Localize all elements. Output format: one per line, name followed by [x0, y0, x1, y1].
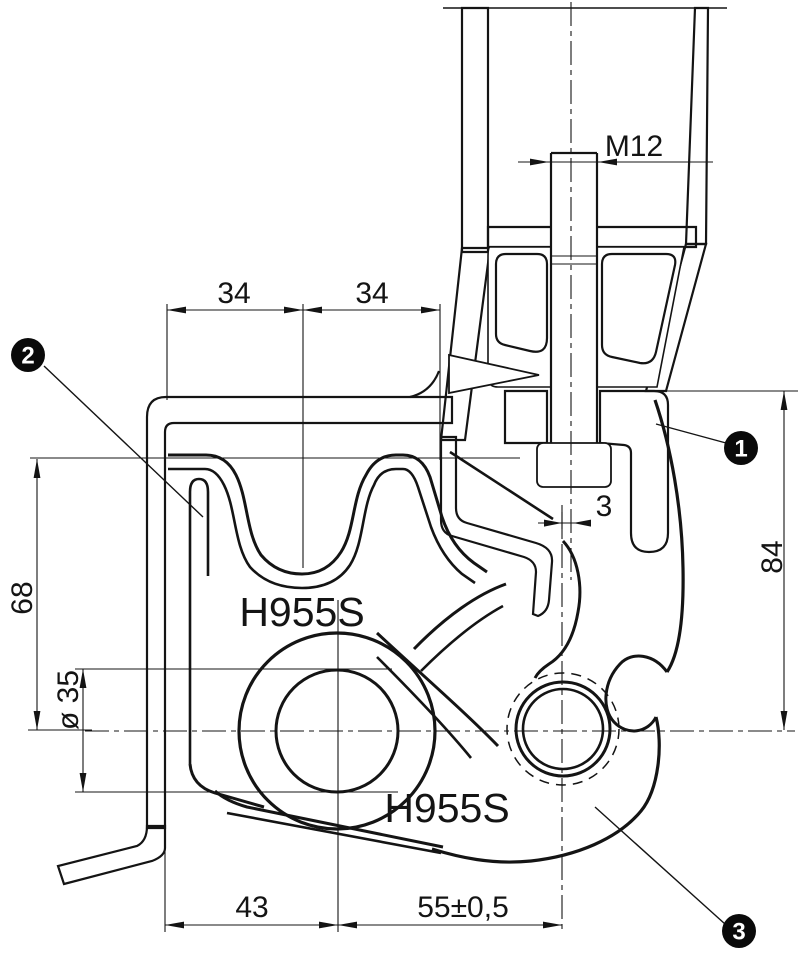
channel-corner-curve [409, 370, 441, 399]
callout-1-circle [724, 431, 758, 465]
callout-1-number: 1 [734, 436, 747, 463]
wedge-tongue [448, 353, 540, 395]
rubber-profile-finger [188, 477, 210, 764]
arrowhead [79, 773, 87, 792]
arrowhead [573, 519, 591, 527]
post-right-wall-upper [684, 6, 710, 246]
body-diagonal-edge-1 [375, 631, 500, 748]
dim-34-left-label: 34 [217, 277, 250, 310]
rubber-block-right [600, 252, 677, 365]
hook-mouth-curve [533, 539, 582, 679]
callout-3-leader [594, 806, 726, 925]
body-diagonal-edge-2 [376, 656, 473, 759]
arrowhead [530, 158, 549, 166]
dim-3-label: 3 [596, 490, 613, 523]
centerlines [28, 2, 798, 932]
stud-shaft-fill [551, 153, 597, 443]
body-neck-edge-2 [420, 604, 504, 672]
callout-2-circle [11, 338, 45, 372]
arrowhead [33, 711, 41, 730]
arrowhead [780, 711, 788, 730]
arrowhead [543, 921, 562, 929]
stud-bolt [536, 151, 612, 488]
arrowhead [33, 459, 41, 478]
channel-foot [56, 824, 167, 886]
arrowhead [421, 306, 440, 314]
callout-2-number: 2 [21, 343, 34, 370]
callout-1-leader [655, 423, 727, 444]
rubber-profile-inner [168, 467, 476, 590]
callouts: 2 1 3 [11, 338, 758, 948]
arrowhead [303, 306, 322, 314]
part-label-lower: H955S [384, 785, 509, 831]
arrowhead [338, 921, 357, 929]
dim-84-label: 84 [756, 540, 789, 573]
bent-plate-strip [439, 435, 554, 618]
arrowhead [79, 669, 87, 688]
hook-lower-sweep [431, 716, 661, 864]
arrowhead [780, 391, 788, 410]
callout-3-number: 3 [732, 919, 745, 946]
body-bottom-edge-2 [226, 811, 442, 855]
dimensions: 34 34 M12 68 ø 35 84 3 43 55±0,5 [6, 130, 789, 929]
callout-3-circle [722, 914, 756, 948]
arrowhead [167, 306, 186, 314]
callout-2-leader [43, 365, 204, 518]
hidden-circle [506, 672, 620, 786]
arrowhead [165, 921, 184, 929]
post-left-wall [460, 6, 490, 254]
dim-43-label: 43 [235, 891, 268, 924]
clamp-right-arm [598, 389, 670, 554]
body-neck-edge-1 [412, 582, 507, 651]
part-label-upper: H955S [239, 589, 364, 635]
body-bottom-edge-1 [213, 789, 444, 849]
arrowhead [598, 158, 617, 166]
rubber-spring-profile [168, 453, 488, 764]
pin-right [521, 687, 605, 771]
dim-55-label: 55±0,5 [417, 891, 509, 924]
arrowhead [319, 921, 338, 929]
dim-m12-label: M12 [605, 130, 663, 163]
post-gusset [439, 246, 492, 442]
rubber-profile-outer [168, 453, 488, 576]
rubber-bottom-corner [188, 763, 265, 809]
bolt-head [536, 442, 612, 488]
hook-bore [514, 680, 612, 778]
jaw-diagonal-edge [449, 450, 554, 521]
arrowhead [284, 306, 303, 314]
post-floor [486, 225, 698, 249]
dim-34-right-label: 34 [355, 277, 388, 310]
dim-68-label: 68 [6, 581, 39, 614]
dim-dia35-label: ø 35 [52, 670, 85, 730]
clamp-left-column [503, 389, 549, 445]
arrowhead [544, 519, 562, 527]
rubber-block-left [494, 252, 549, 353]
